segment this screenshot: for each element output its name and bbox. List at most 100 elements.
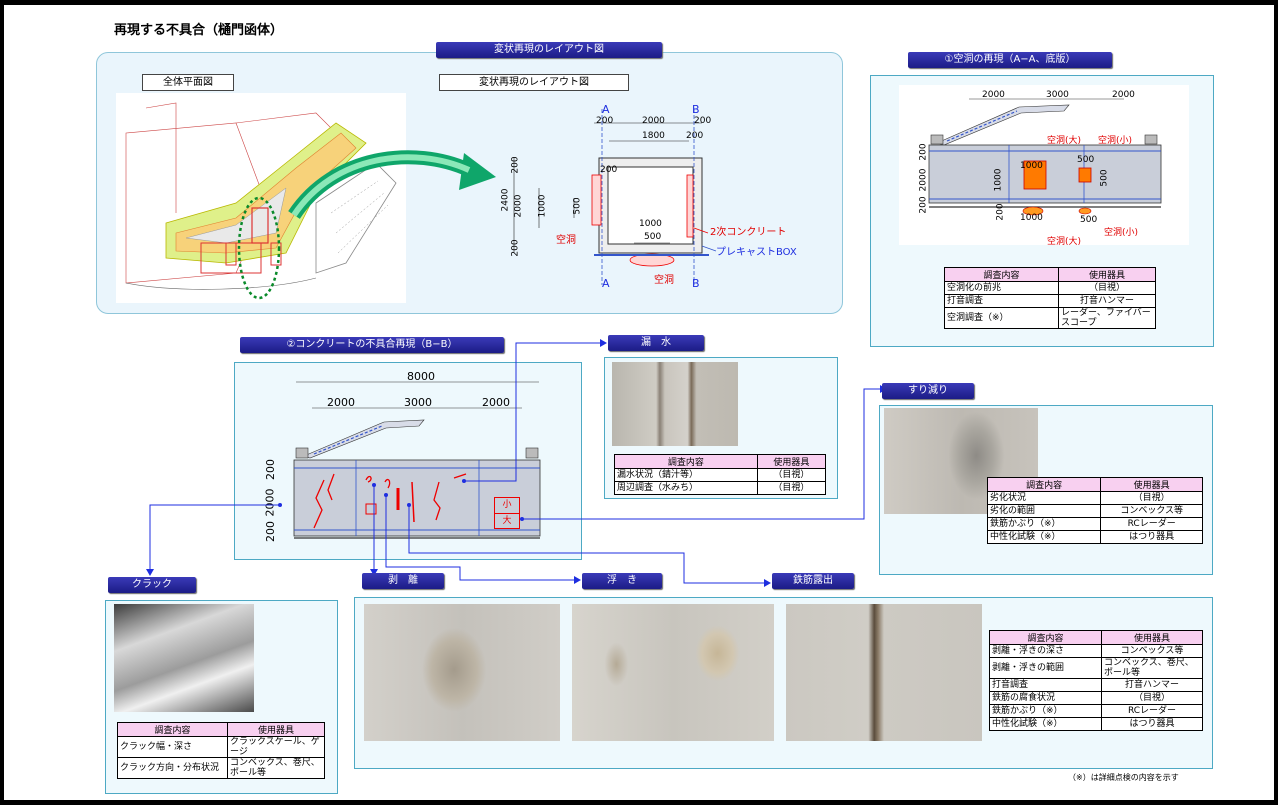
spalling-table-cell: 剥離・浮きの範囲 xyxy=(989,657,1102,679)
cavity-table-header-2: 使用器具 xyxy=(1058,267,1156,282)
section-mark-b-top: B xyxy=(692,103,700,116)
concrete-dim-1: 2000 xyxy=(327,396,355,409)
abrasion-table-cell: 劣化状況 xyxy=(986,491,1102,505)
cavity-dim-6: 200 xyxy=(918,196,929,214)
dim-inner-1: 200 xyxy=(600,165,618,175)
cavity-table-cell: レーダー、ファイバースコープ xyxy=(1058,307,1156,329)
spalling-table-cell: コンベックス等 xyxy=(1101,644,1203,658)
leakage-header: 漏 水 xyxy=(608,335,704,351)
layout-label: 変状再現のレイアウト図 xyxy=(439,74,629,91)
concrete-dim-3: 2000 xyxy=(482,396,510,409)
footnote: （※）は詳細点検の内容を示す xyxy=(1068,773,1179,782)
cavity-drawing xyxy=(899,85,1189,245)
concrete-dim-4: 200 xyxy=(264,459,277,480)
section-mark-b-bottom: B xyxy=(692,277,700,290)
abrasion-table-header-1: 調査内容 xyxy=(986,477,1102,492)
dim-left-1: 2400 xyxy=(500,188,511,212)
void-small-label: 空洞(小) xyxy=(1098,136,1133,146)
dim-top-3: 200 xyxy=(694,116,712,126)
floating-header: 浮 き xyxy=(582,573,662,589)
exposed-rebar-photo xyxy=(786,604,982,741)
dim-top-4: 1800 xyxy=(642,131,665,141)
crack-table-cell: クラック方向・分布状況 xyxy=(117,757,228,779)
cavity-table-cell: （目視） xyxy=(1058,281,1156,295)
cavity-section-header: ①空洞の再現（A−A、底版） xyxy=(908,52,1112,68)
dim-top-2: 2000 xyxy=(642,116,665,126)
spalling-table-cell: はつり器具 xyxy=(1101,717,1203,731)
cavity-dim-9: 500 xyxy=(1077,155,1095,165)
green-arrow-icon xyxy=(288,150,496,220)
page: 再現する不具合（樋門函体） 変状再現のレイアウト図 全体平面図 変状再現のレイア… xyxy=(4,5,1274,800)
spalling-table-header-2: 使用器具 xyxy=(1101,630,1203,645)
spalling-table-cell: 打音ハンマー xyxy=(1101,678,1203,692)
crack-table: 調査内容使用器具 クラック幅・深さクラックスケール、ゲージ クラック方向・分布状… xyxy=(117,722,325,779)
crack-table-cell: コンベックス、巻尺、ポール等 xyxy=(227,757,325,779)
cavity-table-cell: 空洞化の前兆 xyxy=(944,281,1059,295)
spalling-table-cell: （目視） xyxy=(1101,691,1203,705)
page-title: 再現する不具合（樋門函体） xyxy=(114,23,284,38)
precast-box-label: プレキャストBOX xyxy=(716,247,797,258)
leakage-table: 調査内容使用器具 漏水状況（錆汁等）（目視） 周辺調査（水みち）（目視） xyxy=(614,454,827,495)
abrasion-table-header-2: 使用器具 xyxy=(1100,477,1203,492)
dim-left-4: 200 xyxy=(510,239,521,257)
dim-left-2: 200 xyxy=(510,156,521,174)
abrasion-table-cell: RCレーダー xyxy=(1100,517,1203,531)
dim-left-5: 1000 xyxy=(537,194,548,218)
abrasion-table-cell: コンベックス等 xyxy=(1100,504,1203,518)
cavity-table-header-1: 調査内容 xyxy=(944,267,1059,282)
layout-drawing xyxy=(513,109,717,285)
spalling-table-cell: 鉄筋かぶり（※） xyxy=(989,704,1102,718)
abrasion-header: すり減り xyxy=(882,383,974,399)
floating-photo xyxy=(572,604,774,741)
cavity-dim-10: 500 xyxy=(1099,169,1110,187)
dim-left-3: 2000 xyxy=(513,194,524,218)
section-mark-a-top: A xyxy=(602,103,610,116)
cavity-dim-5: 2000 xyxy=(918,168,929,192)
cavity-dim-7: 1000 xyxy=(1020,161,1043,171)
crack-table-cell: クラック幅・深さ xyxy=(117,736,228,758)
spalling-table-cell: コンベックス、巻尺、ポール等 xyxy=(1101,657,1203,679)
cavity-dim-12: 1000 xyxy=(1020,213,1043,223)
leakage-table-cell: 周辺調査（水みち） xyxy=(614,481,758,495)
crack-table-header-2: 使用器具 xyxy=(227,722,325,737)
concrete-dim-2: 3000 xyxy=(404,396,432,409)
leakage-table-header-2: 使用器具 xyxy=(756,454,827,469)
cavity-dim-1: 2000 xyxy=(982,90,1005,100)
abrasion-table-cell: はつり器具 xyxy=(1100,530,1203,544)
cavity-table-cell: 空洞調査（※） xyxy=(944,307,1059,329)
cavity-dim-13: 500 xyxy=(1080,215,1098,225)
abrasion-table-cell: 劣化の範囲 xyxy=(986,504,1102,518)
cavity-dim-8: 1000 xyxy=(993,168,1004,192)
leakage-table-cell: （目視） xyxy=(756,468,827,482)
leakage-table-cell: （目視） xyxy=(756,481,827,495)
spalling-table: 調査内容使用器具 剥離・浮きの深さコンベックス等 剥離・浮きの範囲コンベックス、… xyxy=(989,630,1203,731)
concrete-section-header: ②コンクリートの不具合再現（B−B） xyxy=(240,337,504,353)
abrasion-table-cell: 中性化試験（※） xyxy=(986,530,1102,544)
void-large-label: 空洞(大) xyxy=(1047,136,1082,146)
layout-section-header: 変状再現のレイアウト図 xyxy=(436,42,662,58)
mark-small: 小 xyxy=(495,498,519,514)
cavity-dim-4: 200 xyxy=(918,143,929,161)
plan-drawing xyxy=(116,93,406,303)
cavity-dim-3: 2000 xyxy=(1112,90,1135,100)
leakage-table-cell: 漏水状況（錆汁等） xyxy=(614,468,758,482)
spalling-table-cell: RCレーダー xyxy=(1101,704,1203,718)
abrasion-table-cell: （目視） xyxy=(1100,491,1203,505)
concrete-dim-6: 200 xyxy=(264,521,277,542)
crack-photo xyxy=(114,604,254,712)
cavity-dim-11: 200 xyxy=(995,203,1006,221)
cavity-table-cell: 打音ハンマー xyxy=(1058,294,1156,308)
crack-table-header-1: 調査内容 xyxy=(117,722,228,737)
spalling-header: 剥 離 xyxy=(362,573,444,589)
void-bottom-label: 空洞 xyxy=(654,275,674,286)
spalling-table-cell: 鉄筋の腐食状況 xyxy=(989,691,1102,705)
secondary-concrete-label: 2次コンクリート xyxy=(710,227,787,238)
abrasion-table-cell: 鉄筋かぶり（※） xyxy=(986,517,1102,531)
leakage-table-header-1: 調査内容 xyxy=(614,454,758,469)
spalling-table-header-1: 調査内容 xyxy=(989,630,1102,645)
dim-inner-3: 500 xyxy=(644,232,662,242)
spalling-table-cell: 剥離・浮きの深さ xyxy=(989,644,1102,658)
spalling-table-cell: 中性化試験（※） xyxy=(989,717,1102,731)
crack-header: クラック xyxy=(108,577,196,593)
spalling-photo xyxy=(364,604,560,741)
